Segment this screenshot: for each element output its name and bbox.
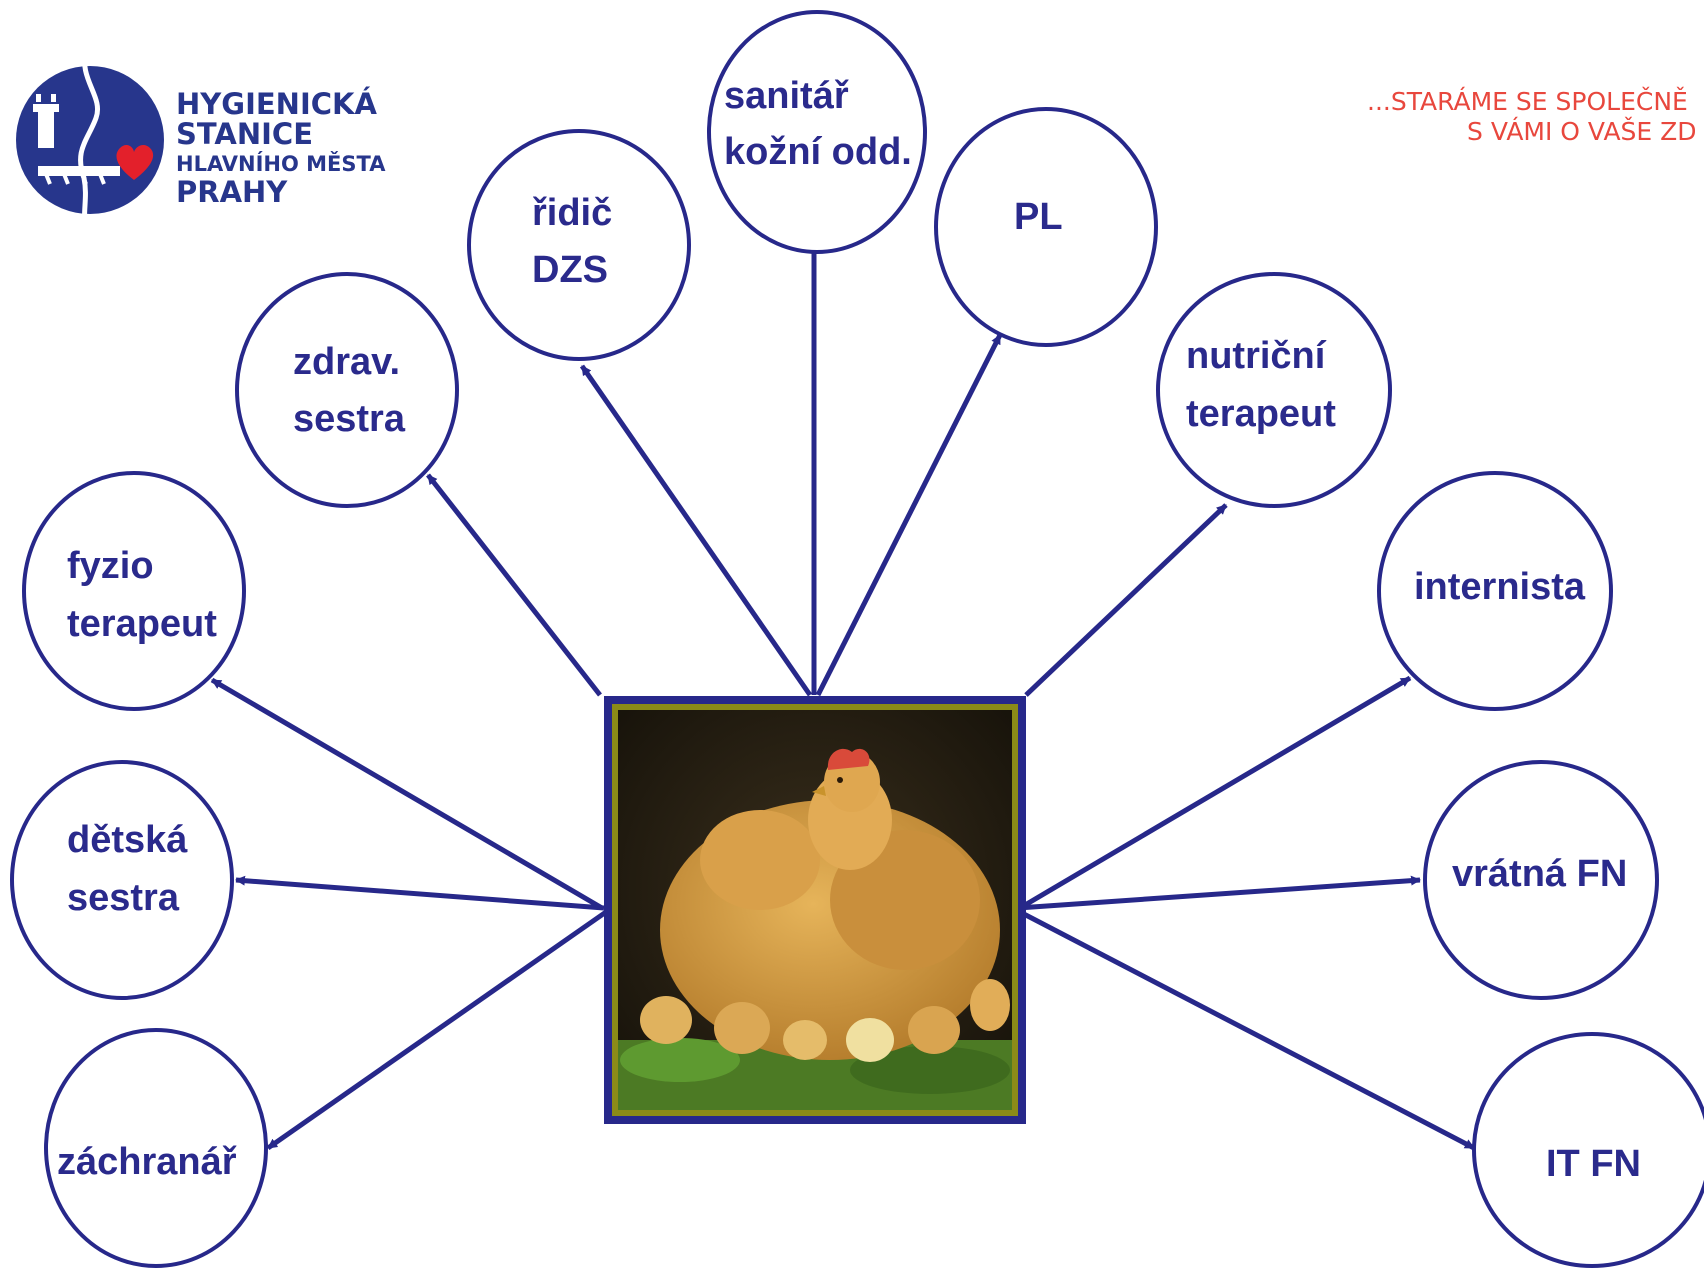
node-label-line-1: IT FN xyxy=(1546,1143,1641,1185)
node-label-line-2: sestra xyxy=(67,877,180,919)
node-circle xyxy=(934,107,1158,347)
slogan-line-1: ...STARÁME SE SPOLEČNĚ xyxy=(1367,86,1688,116)
node-circle xyxy=(1377,471,1613,711)
node-circle xyxy=(44,1028,268,1268)
node-circle xyxy=(22,471,246,711)
central-image xyxy=(604,696,1026,1124)
logo-text-line-3: HLAVNÍHO MĚSTA xyxy=(176,151,386,176)
logo-text-line-2: STANICE xyxy=(176,117,313,151)
node-vratna-fn: vrátná FN xyxy=(1423,760,1659,1000)
arrow-to-ridic xyxy=(579,364,813,697)
node-zdrav-sestra: zdrav. sestra xyxy=(235,272,459,508)
node-internista: internista xyxy=(1377,471,1613,711)
node-sanitar: sanitář kožní odd. xyxy=(707,10,927,254)
node-circle xyxy=(467,129,691,361)
node-fyzio-terapeut: fyzio terapeut xyxy=(22,471,246,711)
slogan: ...STARÁME SE SPOLEČNĚ S VÁMI O VAŠE ZD xyxy=(1367,86,1697,146)
node-circle xyxy=(10,760,234,1000)
logo-river-line xyxy=(78,47,100,229)
arrow-to-nutricni-terapeut xyxy=(1024,503,1228,697)
node-it-fn: IT FN xyxy=(1472,1032,1704,1268)
heart-icon xyxy=(116,145,154,180)
logo-text-line-4: PRAHY xyxy=(176,175,288,209)
arrow-to-zdrav-sestra xyxy=(426,473,602,697)
node-ridic: řidič DZS xyxy=(467,129,691,361)
arrow-to-vratna-fn xyxy=(1017,875,1421,911)
node-label-line-1: dětská xyxy=(67,819,188,861)
arrow-to-zachranar xyxy=(266,909,608,1151)
arrow-to-detska-sestra xyxy=(235,875,605,911)
logo-castle-icon xyxy=(38,112,54,148)
arrow-to-it-fn xyxy=(1018,909,1476,1151)
node-label-line-2: terapeut xyxy=(1186,393,1336,435)
node-circle xyxy=(1156,272,1392,508)
node-label-line-2: DZS xyxy=(532,249,608,291)
node-circle xyxy=(707,10,927,254)
arrow-to-fyzio-terapeut xyxy=(210,677,604,911)
arrow-to-internista xyxy=(1018,675,1412,911)
node-label-line-1: PL xyxy=(1014,196,1063,238)
logo-text-line-1: HYGIENICKÁ xyxy=(176,87,377,121)
node-label-line-1: zdrav. xyxy=(293,341,400,383)
node-label-line-2: kožní odd. xyxy=(724,131,912,173)
node-label-line-1: záchranář xyxy=(57,1141,237,1183)
node-label-line-2: terapeut xyxy=(67,603,217,645)
node-pl: PL xyxy=(934,107,1158,347)
node-label-line-1: řidič xyxy=(532,192,612,234)
organization-logo: HYGIENICKÁ STANICE HLAVNÍHO MĚSTA PRAHY xyxy=(16,47,386,229)
arrow-to-pl xyxy=(815,333,1003,697)
connector-arrows xyxy=(210,243,1476,1151)
node-zachranar: záchranář xyxy=(44,1028,268,1268)
node-circle xyxy=(1472,1032,1704,1268)
node-label-line-1: fyzio xyxy=(67,545,154,587)
hen-comb xyxy=(827,748,870,770)
node-label-line-1: vrátná FN xyxy=(1452,853,1627,895)
node-label-line-1: internista xyxy=(1414,566,1586,608)
slogan-line-2: S VÁMI O VAŠE ZD xyxy=(1467,116,1697,146)
logo-emblem xyxy=(16,66,164,214)
node-nutricni-terapeut: nutriční terapeut xyxy=(1156,272,1392,508)
node-circle xyxy=(235,272,459,508)
node-detska-sestra: dětská sestra xyxy=(10,760,234,1000)
node-label-line-1: nutriční xyxy=(1186,335,1327,377)
node-circle xyxy=(1423,760,1659,1000)
node-label-line-2: sestra xyxy=(293,398,406,440)
node-label-line-1: sanitář xyxy=(724,75,849,117)
hen-with-chicks-photo xyxy=(618,748,1012,1110)
logo-bridge-icon xyxy=(38,166,120,185)
